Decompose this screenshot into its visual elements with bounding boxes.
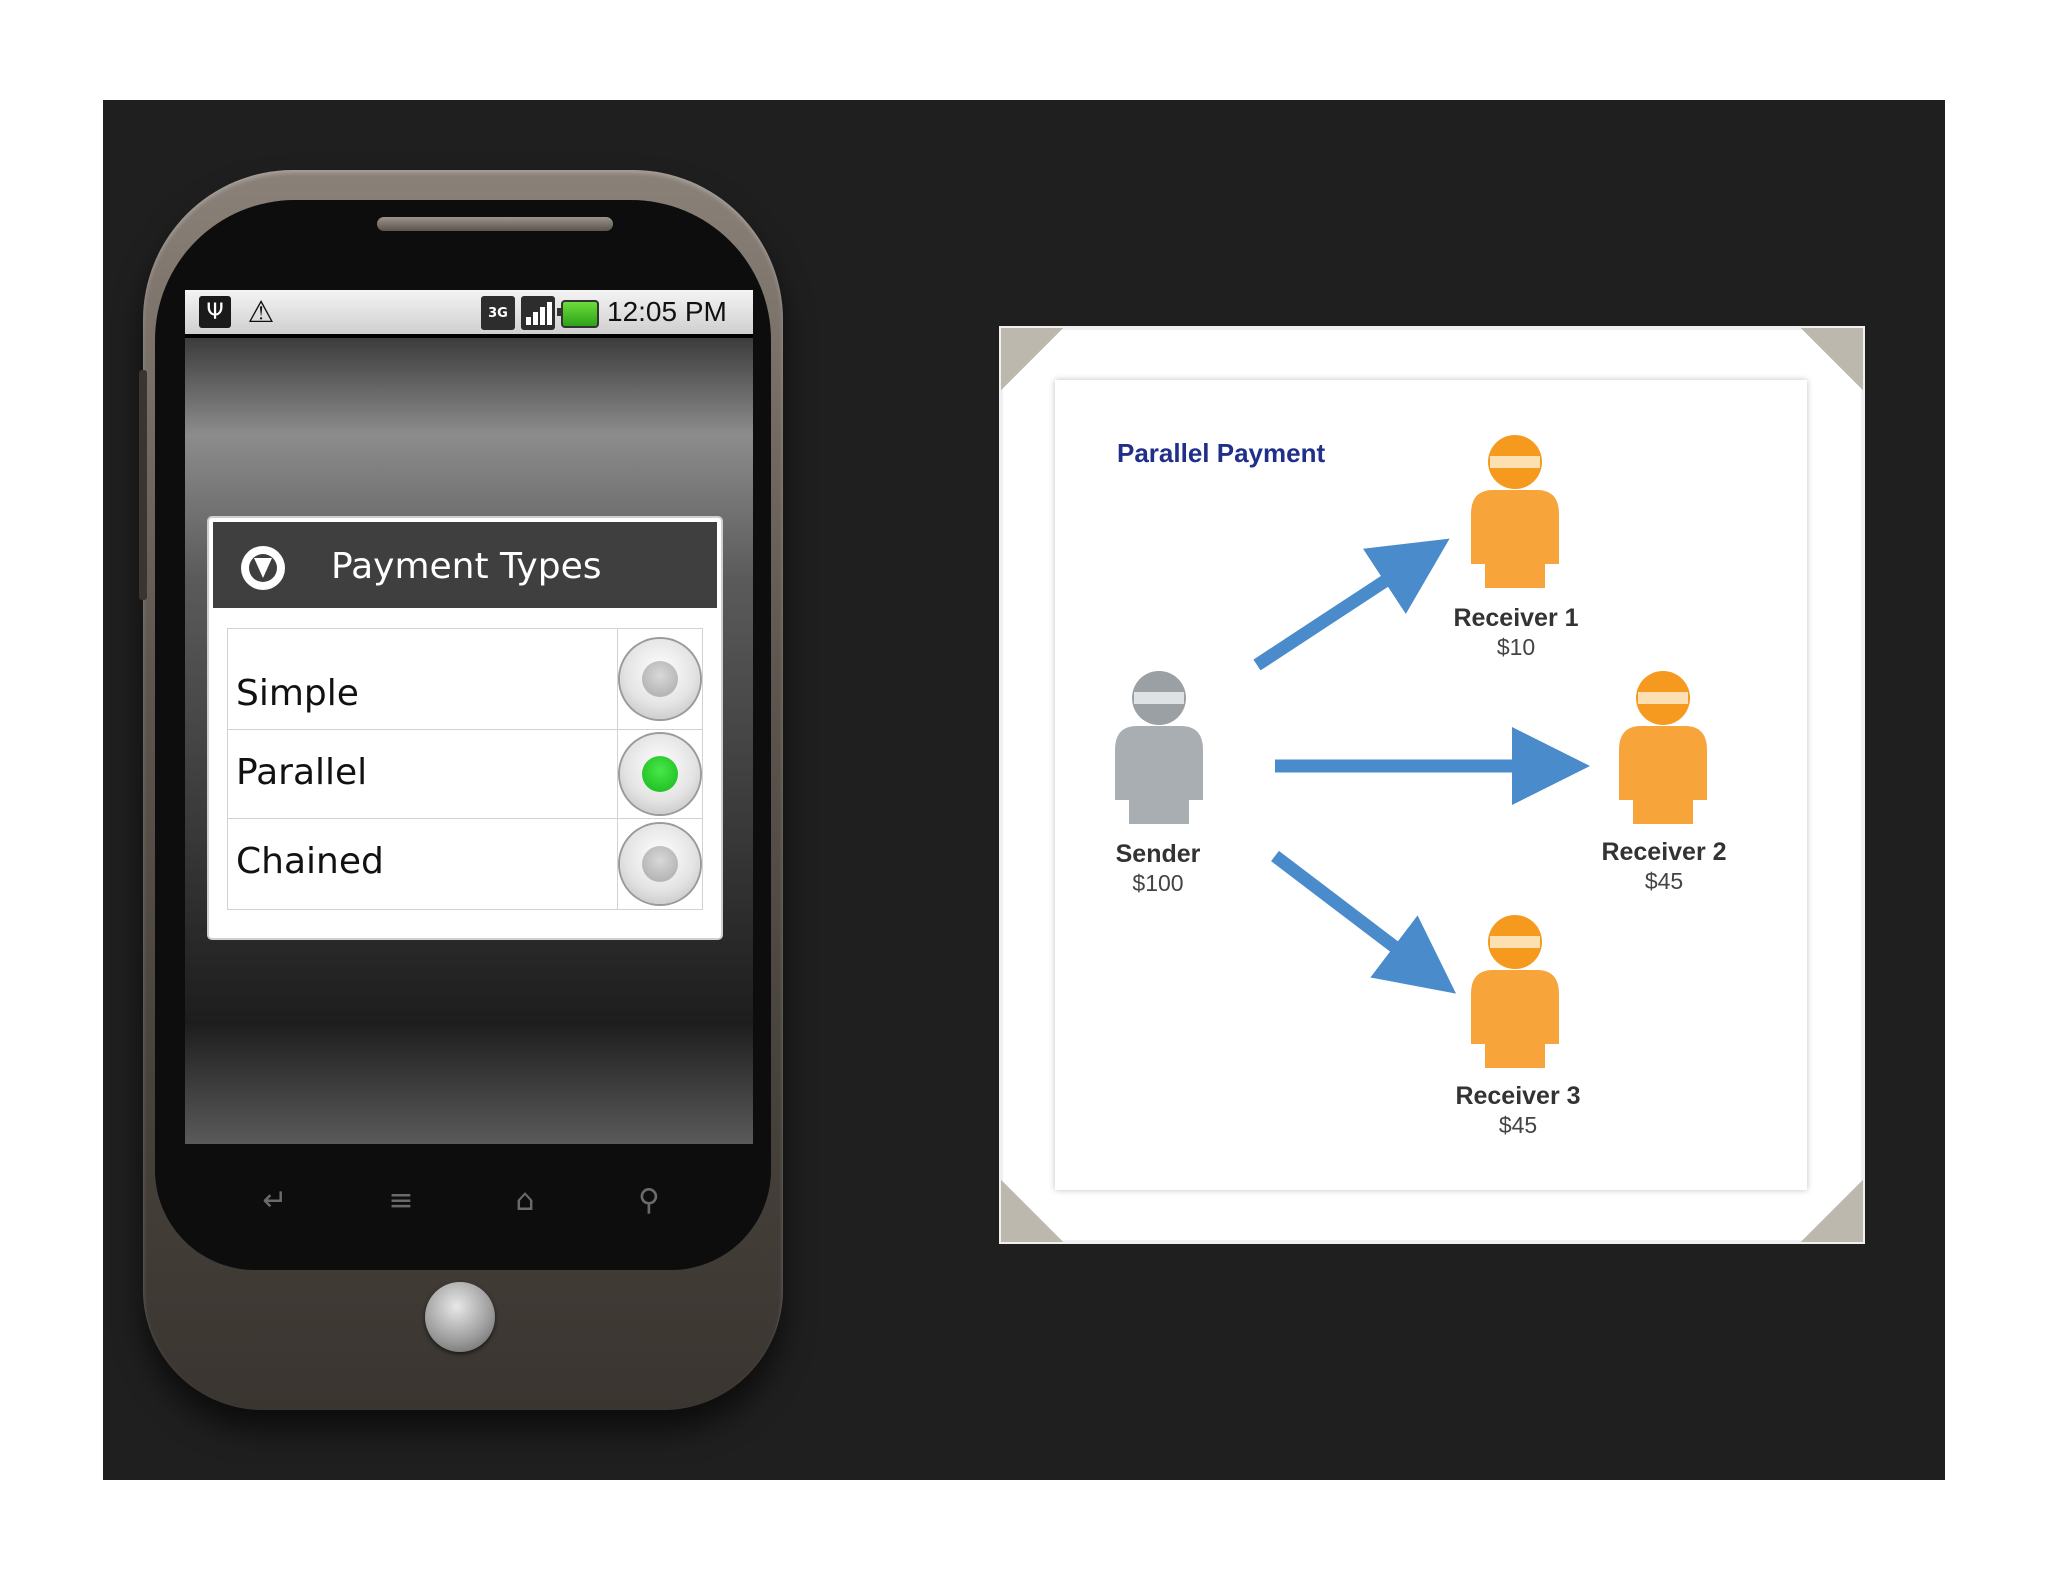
3g-network-icon: 3G [481,296,515,330]
receiver-2-name: Receiver 2 [1601,838,1727,866]
receiver-1-name: Receiver 1 [1453,604,1579,632]
receiver-1-amount: $10 [1496,634,1536,660]
presentation-slide: Ψ ⚠ 3G 12:05 PM Payment Types Simple [103,100,1945,1480]
photo-corner [1801,328,1863,390]
receiver-2-person-icon [1619,671,1707,824]
volume-button [139,370,147,600]
usb-icon: Ψ [199,296,231,328]
status-clock: 12:05 PM [607,296,727,327]
option-chained[interactable]: Chained [227,818,703,910]
receiver-1-person-icon [1471,435,1559,588]
dialog-title: Payment Types [331,546,602,587]
trackball[interactable] [425,1282,495,1352]
option-simple[interactable]: Simple [227,628,703,729]
radio-button-parallel[interactable] [620,734,700,814]
menu-icon[interactable]: ≡ [388,1182,414,1218]
radio-button-simple[interactable] [620,639,700,719]
dropdown-circle-icon [241,546,285,590]
payment-types-dialog: Payment Types Simple Parallel [209,518,721,938]
option-label: Chained [236,841,384,882]
home-icon[interactable]: ⌂ [515,1182,535,1218]
dialog-header: Payment Types [213,522,717,608]
hardware-nav-keys: ↵ ≡ ⌂ ⚲ [185,1170,753,1230]
sender-person-icon [1115,671,1203,824]
payment-arrows [1253,538,1590,994]
receiver-3-amount: $45 [1498,1112,1538,1138]
payment-type-options: Simple Parallel Chained [227,628,703,910]
earpiece-speaker [377,217,613,231]
diagram-title: Parallel Payment [1117,438,1326,468]
arrow-to-receiver-1 [1253,538,1450,671]
option-parallel[interactable]: Parallel [227,729,703,818]
photo-corner [1001,328,1063,390]
android-phone: Ψ ⚠ 3G 12:05 PM Payment Types Simple [139,170,783,1410]
sender-name: Sender [1115,840,1201,868]
photo-corner [1801,1180,1863,1242]
radio-cell [617,730,702,818]
sender-amount: $100 [1132,870,1184,896]
search-icon[interactable]: ⚲ [638,1182,660,1218]
photo-corner [1001,1180,1063,1242]
warning-icon: ⚠ [247,294,275,330]
radio-button-chained[interactable] [620,824,700,904]
parallel-payment-diagram: Parallel Payment Sender $100 [1055,380,1807,1190]
signal-strength-icon [521,296,555,330]
radio-cell [617,819,702,909]
arrow-to-receiver-3 [1271,850,1457,994]
status-bar: Ψ ⚠ 3G 12:05 PM [185,290,753,334]
option-label: Parallel [236,752,368,793]
receiver-3-name: Receiver 3 [1455,1082,1581,1110]
battery-icon [557,300,599,328]
option-label: Simple [236,673,359,714]
receiver-2-amount: $45 [1644,868,1684,894]
radio-cell [617,629,702,729]
parallel-payment-photo: Parallel Payment Sender $100 [1001,328,1863,1242]
back-icon[interactable]: ↵ [262,1182,288,1218]
receiver-3-person-icon [1471,915,1559,1068]
phone-screen: Ψ ⚠ 3G 12:05 PM Payment Types Simple [185,290,753,1144]
